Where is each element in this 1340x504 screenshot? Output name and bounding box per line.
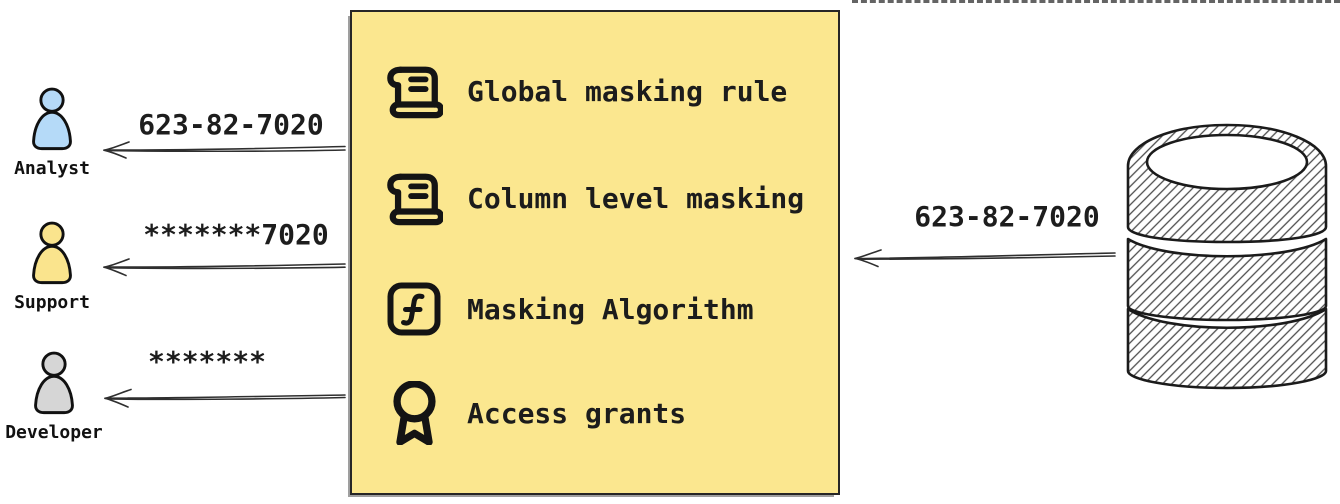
award-icon bbox=[385, 381, 443, 445]
rule-label: Column level masking bbox=[467, 181, 805, 215]
persona-developer: Developer bbox=[2, 350, 106, 443]
person-icon bbox=[32, 221, 72, 285]
rule-label: Global masking rule bbox=[467, 74, 788, 108]
rule-row-column-masking: Column level masking bbox=[385, 167, 804, 229]
rule-row-access-grants: Access grants bbox=[385, 381, 687, 445]
masking-rules-box: Global masking rule Column level masking bbox=[350, 10, 840, 495]
persona-developer-label: Developer bbox=[5, 422, 103, 443]
rule-label: Access grants bbox=[467, 396, 687, 430]
persona-support-label: Support bbox=[14, 292, 90, 313]
top-dashed-border-fragment bbox=[852, 0, 1340, 3]
scroll-icon bbox=[385, 60, 443, 122]
rule-label: Masking Algorithm bbox=[467, 292, 754, 326]
scroll-icon bbox=[385, 167, 443, 229]
person-icon bbox=[32, 87, 72, 151]
arrow-to-support bbox=[103, 258, 346, 277]
arrow-database-to-box bbox=[854, 249, 1116, 268]
analyst-value: 623-82-7020 bbox=[138, 108, 324, 141]
database-value: 623-82-7020 bbox=[914, 200, 1100, 233]
persona-analyst-label: Analyst bbox=[14, 158, 90, 179]
persona-analyst: Analyst bbox=[0, 86, 104, 179]
rule-row-masking-algorithm: Masking Algorithm bbox=[385, 278, 754, 340]
database-icon bbox=[1126, 123, 1328, 390]
rule-row-global-masking: Global masking rule bbox=[385, 60, 787, 122]
arrow-to-developer bbox=[104, 388, 346, 408]
support-value: *******7020 bbox=[143, 218, 329, 251]
function-icon bbox=[385, 278, 443, 340]
persona-support: Support bbox=[0, 220, 104, 313]
arrow-to-analyst bbox=[103, 141, 346, 159]
developer-value: ******* bbox=[147, 345, 266, 378]
person-icon bbox=[34, 351, 74, 415]
